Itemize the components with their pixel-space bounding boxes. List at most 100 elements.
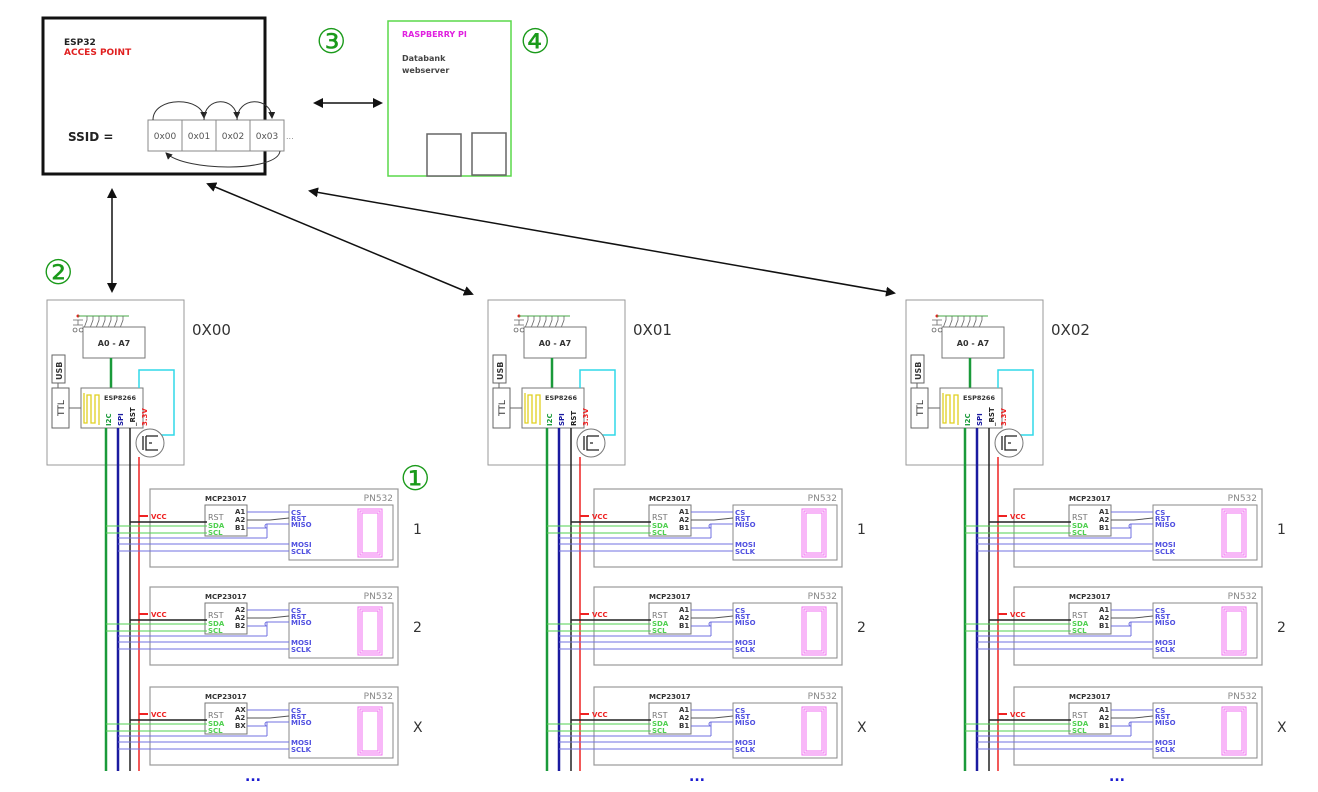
antenna-coil-icon bbox=[361, 610, 379, 652]
vcc-label: VCC bbox=[592, 611, 608, 619]
antenna-coil-icon bbox=[1223, 708, 1245, 754]
pn532-pin-label: SCLK bbox=[291, 746, 312, 754]
transistor-body bbox=[1001, 435, 1017, 451]
more-readers-indicator: ... bbox=[1109, 769, 1125, 785]
esp32-module2-link-arrow bbox=[308, 187, 896, 297]
mcu-label: ESP8266 bbox=[104, 394, 136, 402]
pn532-pin-label: MISO bbox=[735, 719, 756, 727]
pn532-box bbox=[732, 504, 838, 561]
rst-link-wire bbox=[713, 615, 734, 619]
antenna-icon bbox=[942, 393, 959, 425]
mcp-sda-label: SDA bbox=[652, 620, 669, 628]
reader-number: 2 bbox=[1277, 620, 1286, 636]
mcp-sda-label: SDA bbox=[1072, 620, 1089, 628]
pn532-pin-label: SCLK bbox=[291, 548, 312, 556]
pn532-box bbox=[732, 602, 838, 659]
marker-4: ④ bbox=[520, 22, 550, 62]
mcu-label: ESP8266 bbox=[545, 394, 577, 402]
more-readers-indicator: ... bbox=[689, 769, 705, 785]
mcp-rst-label: RST bbox=[652, 711, 668, 720]
marker-2: ② bbox=[43, 253, 73, 293]
mcp-sda-label: SDA bbox=[1072, 522, 1089, 530]
rpi-port bbox=[426, 133, 462, 177]
ssid-more: ... bbox=[286, 132, 294, 141]
pin-label: SPI bbox=[976, 413, 984, 426]
mcp-scl-label: SCL bbox=[652, 529, 667, 537]
mcp-scl-label: SCL bbox=[208, 627, 223, 635]
mcp-label: MCP23017 bbox=[205, 693, 247, 701]
pn532-label: PN532 bbox=[364, 692, 393, 702]
mcp-scl-label: SCL bbox=[1072, 529, 1087, 537]
pn532-box bbox=[732, 702, 838, 759]
pn532-box bbox=[288, 702, 394, 759]
rpi-line2: webserver bbox=[402, 66, 449, 75]
antenna-coil-icon bbox=[1221, 508, 1247, 558]
pn532-label: PN532 bbox=[364, 592, 393, 602]
reader-unit: 1VCCMCP23017RSTSDASCLA1A2B1PN532CSRSTMIS… bbox=[106, 488, 422, 568]
mcp-addr-label: A2 bbox=[1099, 714, 1109, 722]
usb-label: USB bbox=[55, 362, 64, 380]
antenna-coil-icon bbox=[805, 610, 823, 652]
antenna-coil-icon bbox=[803, 608, 825, 654]
antenna-coil-icon bbox=[359, 708, 381, 754]
more-readers-indicator: ... bbox=[245, 769, 261, 785]
mcp-scl-label: SCL bbox=[1072, 627, 1087, 635]
module-address: 0X00 bbox=[192, 321, 231, 339]
ssid-slot bbox=[249, 119, 285, 152]
pn532-pin-label: CS bbox=[291, 707, 301, 715]
mcp-addr-label: A2 bbox=[235, 516, 245, 524]
pin-label: SPI bbox=[558, 413, 566, 426]
antenna-icon bbox=[524, 393, 541, 425]
reset-wire bbox=[138, 369, 175, 436]
pn532-pin-label: SCLK bbox=[735, 548, 756, 556]
pn532-box bbox=[1152, 702, 1258, 759]
pn532-pin-label: CS bbox=[291, 607, 301, 615]
antenna-coil-icon bbox=[803, 708, 825, 754]
reader-number: 1 bbox=[413, 522, 422, 538]
mcp-addr-label: B1 bbox=[679, 524, 689, 532]
ssid-slot-label: 0x02 bbox=[222, 132, 245, 142]
antenna-coil-icon bbox=[1223, 608, 1245, 654]
mcp-scl-label: SCL bbox=[652, 727, 667, 735]
pn532-pin-label: RST bbox=[735, 713, 750, 721]
vcc-label: VCC bbox=[592, 513, 608, 521]
mcp-label: MCP23017 bbox=[649, 593, 691, 601]
mcp-addr-label: A1 bbox=[1099, 706, 1109, 714]
pin-label: 3.3V bbox=[1000, 408, 1008, 426]
mcp-rst-label: RST bbox=[1072, 513, 1088, 522]
mcp-addr-label: A2 bbox=[235, 714, 245, 722]
pn532-pin-label: MISO bbox=[291, 619, 312, 627]
reader-unit: 2VCCMCP23017RSTSDASCLA2A2B2PN532CSRSTMIS… bbox=[106, 586, 422, 666]
marker-1: ① bbox=[400, 459, 430, 499]
ssid-hop-arrow bbox=[203, 101, 241, 121]
miso-wire bbox=[691, 621, 733, 627]
rst-link-wire bbox=[1133, 517, 1154, 521]
pn532-pin-label: SCLK bbox=[735, 646, 756, 654]
pn532-pin-label: MOSI bbox=[735, 639, 756, 647]
pin-label: SPI bbox=[117, 413, 125, 426]
mcp-label: MCP23017 bbox=[205, 495, 247, 503]
pn532-pin-label: RST bbox=[1155, 515, 1170, 523]
rst-link-wire bbox=[269, 615, 290, 619]
reader-unit: 2VCCMCP23017RSTSDASCLA1A2B1PN532CSRSTMIS… bbox=[965, 586, 1286, 666]
mcp-sda-label: SDA bbox=[1072, 720, 1089, 728]
pn532-pin-label: RST bbox=[1155, 613, 1170, 621]
ttl-label: TTL bbox=[498, 400, 508, 417]
antenna-coil-icon bbox=[359, 510, 381, 556]
antenna-coil-icon bbox=[803, 510, 825, 556]
io-label: A0 - A7 bbox=[957, 339, 989, 348]
ssid-slots: 0x00 0x01 0x02 0x03 ... bbox=[147, 101, 294, 168]
pn532-pin-label: RST bbox=[291, 515, 306, 523]
vcc-label: VCC bbox=[151, 611, 167, 619]
pn532-pin-label: SCLK bbox=[1155, 746, 1176, 754]
pn532-pin-label: RST bbox=[291, 713, 306, 721]
mcp-label: MCP23017 bbox=[1069, 593, 1111, 601]
pn532-pin-label: CS bbox=[1155, 707, 1165, 715]
mcp-rst-label: RST bbox=[1072, 611, 1088, 620]
pn532-pin-label: CS bbox=[1155, 607, 1165, 615]
rst-link-wire bbox=[713, 517, 734, 521]
rst-link-wire bbox=[1133, 715, 1154, 719]
mcp-addr-label: AX bbox=[235, 706, 246, 714]
mcp-addr-label: B1 bbox=[1099, 622, 1109, 630]
mcp-rst-label: RST bbox=[208, 611, 224, 620]
